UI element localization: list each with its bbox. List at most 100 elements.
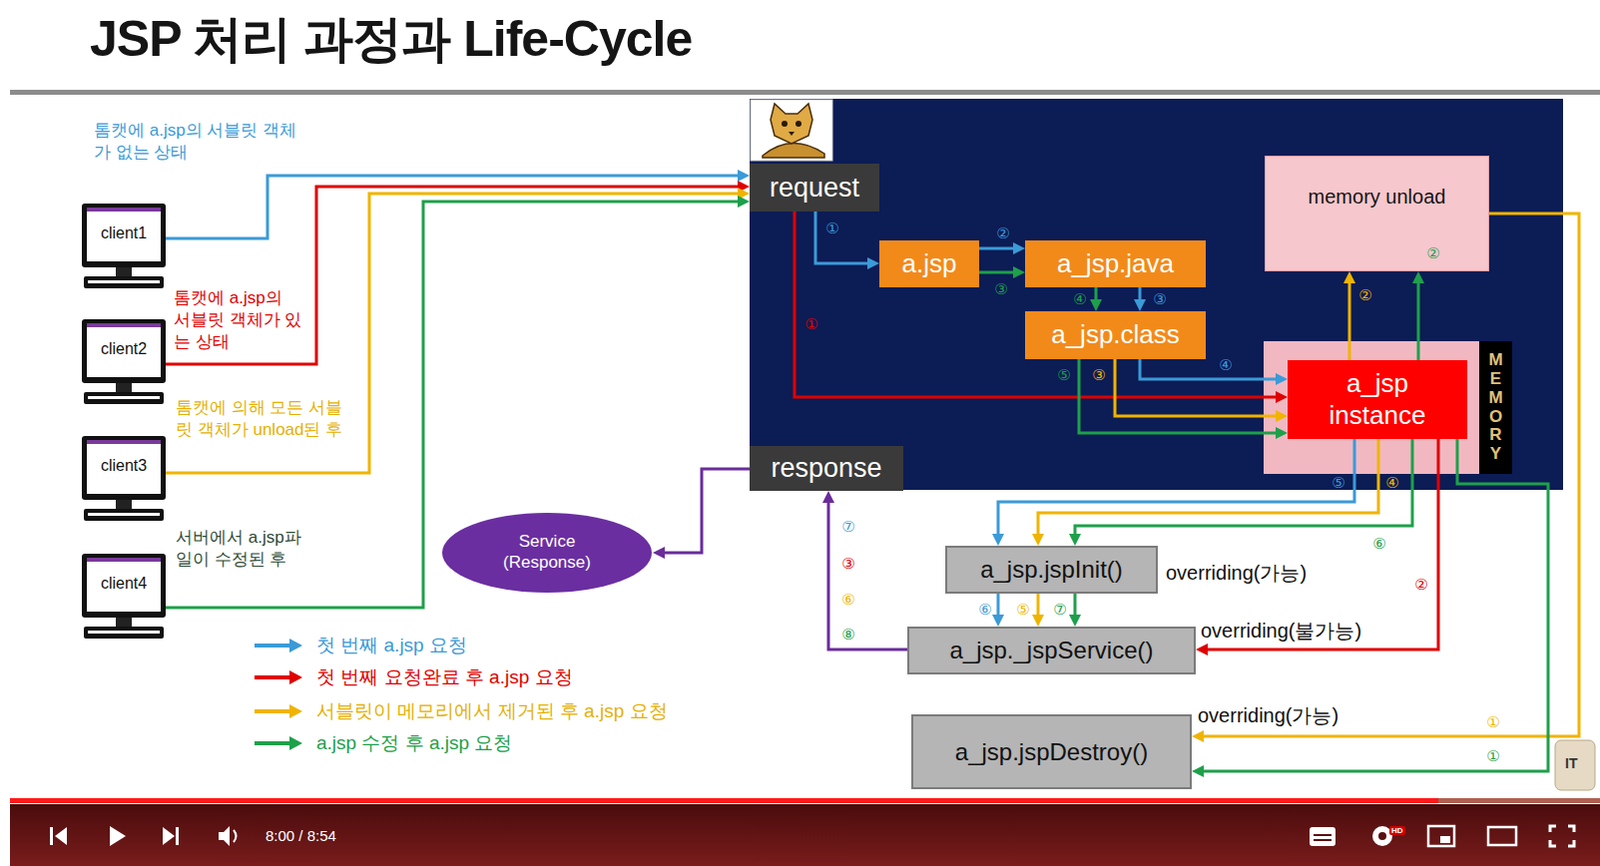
node-text: response [770,452,882,486]
watermark-bg [1555,740,1596,791]
callout-number: ⑥ [978,600,992,619]
callout-number-box: ⑦ [838,517,859,537]
legend-row: 첫 번째 a.jsp 요청 [316,633,468,658]
connector [165,195,750,608]
memory-region: MEMORYa_jsp instance [1263,341,1513,475]
connector-line [165,193,740,474]
connector-line [815,211,870,264]
monitor-neck [115,383,132,393]
hd-badge: HD [1389,826,1406,836]
service-ellipse: Service (Response) [441,512,653,594]
callout-number: ⑤ [1057,366,1070,385]
callout-number: ③ [1091,366,1105,385]
connector-line [979,247,1016,251]
connector [1114,359,1288,423]
legend-head [289,704,303,719]
client-note-box: 톰캣에 a.jsp의 서블릿 객체가 없는 상태 [93,119,309,164]
client-note-box: 톰캣에 의해 모든 서블릿 객체가 unload된 후 [175,397,354,442]
theater-icon [1488,827,1517,846]
connector [1089,287,1102,312]
monitor-base [83,626,164,639]
override-note-box: overriding(가능) [1197,703,1339,728]
monitor-base [83,276,164,289]
legend-text: a.jsp 수정 후 a.jsp 요청 [316,732,513,754]
connector-line [794,211,1278,398]
connector [1032,593,1045,627]
monitor-base-line [87,630,160,634]
monitor-neck [115,267,132,277]
miniplayer-icon [1428,826,1455,847]
fullscreen-icon [1550,826,1575,847]
legend-head [289,670,303,685]
callout-number: ① [804,315,818,334]
progress-track [9,798,1600,804]
callout-number-box: ④ [1382,473,1403,494]
client-note-box: 톰캣에 a.jsp의 서블릿 객체가 있는 상태 [173,287,304,354]
slide-title: JSP 처리 과정과 Life-Cycle [89,5,692,73]
node-text: a.jsp [902,248,958,281]
callout-number-box: ① [801,314,822,335]
monitor-neck [115,617,132,627]
callout-number-box: ④ [1069,289,1090,310]
tomcat-nose [788,131,795,136]
connector [992,593,1005,627]
callout-number-box: ⑥ [838,589,859,610]
callout-number-box: ⑤ [1328,473,1349,494]
tomcat-eye [795,120,802,127]
subtitle-line [1313,834,1332,837]
connector [1191,439,1549,778]
legend-text: 첫 번째 요청완료 후 a.jsp 요청 [316,666,573,688]
connector [165,180,750,365]
connector-line [1139,359,1278,380]
connector [979,242,1026,255]
connector [165,169,750,239]
callout-number: ③ [994,280,1008,299]
callout-number-box: ① [1483,746,1504,767]
legend-row: 서블릿이 메모리에서 제거된 후 a.jsp 요청 [316,699,668,724]
node-text: a_jsp._jspService() [949,635,1153,665]
next-icon [175,827,179,846]
callout-number-box: ② [993,223,1014,244]
tomcat-icon [750,99,833,161]
callout-number: ④ [1218,356,1232,375]
client-note-box: 서버에서 a.jsp파일이 수정된 후 [175,527,316,571]
ellipse-fill [442,513,652,593]
callout-number-box: ① [1483,712,1504,733]
connector [1068,593,1081,627]
legend-row: 첫 번째 요청완료 후 a.jsp 요청 [316,665,573,690]
callout-number-box: ⑤ [1013,599,1034,620]
legend-head [289,736,303,751]
response-box: response [749,446,904,492]
subtitle-icon [1309,827,1336,847]
node-text: a_jsp.jspDestroy() [955,737,1148,767]
tomcat-head [770,103,813,144]
legend-row: a.jsp 수정 후 a.jsp 요청 [316,731,513,756]
callout-number-box: ⑤ [1054,365,1074,386]
method-box: a_jsp.jspInit() [945,545,1158,594]
callout-number: ② [1414,575,1428,594]
callout-number-box: ② [1355,285,1376,306]
legend-line [254,643,292,648]
connector-line [662,469,750,553]
player-icons [49,826,1575,847]
legend-arrows [254,638,303,751]
node-text: Service (Response) [492,532,602,573]
gear-hole [1378,832,1387,841]
override-note-box: overriding(가능) [1165,560,1307,585]
next-icon [162,827,175,846]
callout-number: ① [1486,747,1500,766]
callout-number-box: ③ [1088,365,1109,386]
instance-box: a_jsp instance [1287,360,1468,440]
callout-number-box: ⑥ [1369,533,1390,554]
callout-number: ③ [841,554,855,573]
monitor-screen [86,440,161,495]
callout-number: ④ [1072,290,1086,309]
client-monitor: client2 [81,319,166,409]
connector-line [979,271,1016,275]
method-box: a_jsp._jspService() [907,626,1196,675]
monitor-screen [86,207,161,262]
connector-line [1114,359,1278,417]
request-box: request [749,163,880,212]
connector [652,469,750,559]
